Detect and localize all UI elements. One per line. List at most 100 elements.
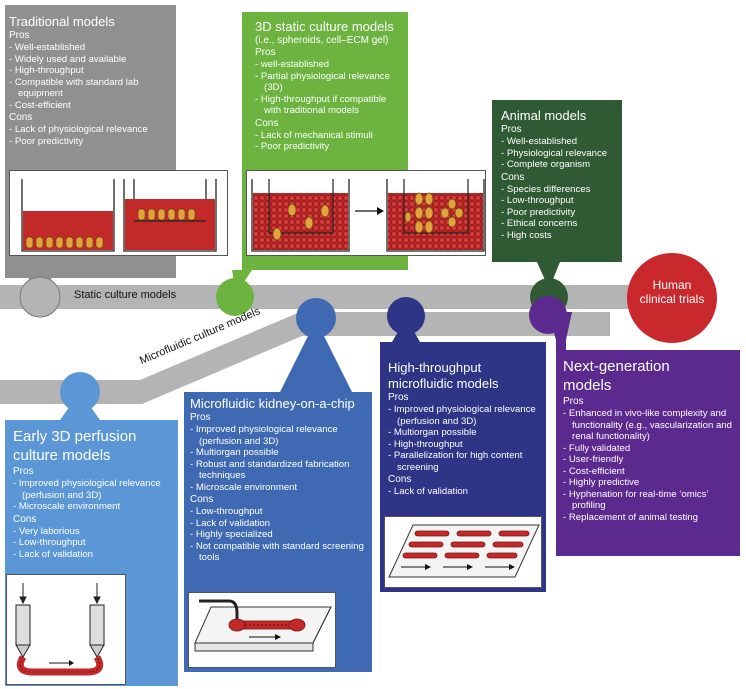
kidney-node [296,298,336,338]
list-item: High-throughput if compatible with tradi… [255,94,405,117]
early-cons-list: Very laborious Low-throughput Lack of va… [13,526,175,561]
nextgen-panel: Next-generation models Pros Enhanced in … [563,358,737,523]
human-label: Human clinical trials [628,278,716,306]
list-item: Replacement of animal testing [563,512,737,524]
list-item: Well-established [501,136,619,148]
nextgen-pros-label: Pros [563,396,584,407]
highthroughput-node [387,297,425,335]
list-item: Lack of validation [190,518,370,530]
list-item: Poor predictivity [501,207,619,219]
list-item: Ethical concerns [501,218,619,230]
static3d-title: 3D static culture models [255,19,394,34]
list-item: Poor predictivity [9,136,177,148]
list-item: Microscale environment [13,501,175,513]
list-item: Microscale environment [190,482,370,494]
early-title-line1: Early 3D perfusion [13,428,137,445]
kidney-illustration [188,592,336,668]
nextgen-pros-list: Enhanced in vivo-like complexity and fun… [563,408,737,523]
kidney-cons-label: Cons [190,494,214,505]
list-item: Lack of physiological relevance [9,124,177,136]
list-item: Improved physiological relevance (perfus… [190,424,370,447]
list-item: Species differences [501,184,619,196]
animal-cons-label: Cons [501,171,525,183]
static-timeline-label: Static culture models [74,289,177,301]
kidney-pros-label: Pros [190,412,211,423]
list-item: Widely used and available [9,54,177,66]
list-item: Compatible with standard lab equipment [9,77,177,100]
early-node [60,372,100,412]
traditional-illustration [9,170,228,256]
list-item: Highly predictive [563,477,737,489]
list-item: Low-throughput [190,506,370,518]
list-item: Low-throughput [501,195,619,207]
list-item: Improved physiological relevance (perfus… [388,404,543,427]
static3d-node [216,278,254,316]
list-item: Improved physiological relevance (perfus… [13,478,175,501]
traditional-pros-list: Well-established Widely used and availab… [9,42,177,111]
list-item: High costs [501,230,619,242]
human-label-line2: clinical trials [639,292,705,306]
list-item: Lack of validation [13,549,175,561]
list-item: Physiological relevance [501,148,619,160]
early-cons-label: Cons [13,513,37,525]
list-item: Well-established [9,42,177,54]
animal-cons-list: Species differences Low-throughput Poor … [501,184,619,242]
list-item: High-throughput [9,65,177,77]
traditional-panel: Traditional models Pros Well-established… [9,14,177,147]
static3d-cons-label: Cons [255,117,279,129]
early-pros-label: Pros [13,466,34,477]
highthroughput-pros-list: Improved physiological relevance (perfus… [388,404,543,473]
list-item: User-friendly [563,454,737,466]
nextgen-title-line1: Next-generation [563,358,670,375]
highthroughput-illustration [384,516,542,588]
list-item: well-established [255,59,405,71]
highthroughput-cons-list: Lack of validation [388,486,543,498]
list-item: Cost-efficient [563,466,737,478]
nextgen-title-line2: models [563,377,612,394]
kidney-pros-list: Improved physiological relevance (perfus… [190,424,370,493]
kidney-panel: Microfluidic kidney-on-a-chip Pros Impro… [190,396,370,564]
list-item: Partial physiological relevance (3D) [255,71,405,94]
kidney-panel-bg [184,320,372,672]
static3d-pros-list: well-established Partial physiological r… [255,59,405,117]
list-item: Very laborious [13,526,175,538]
microfluidic-timeline-bar [0,312,610,404]
list-item: Poor predictivity [255,141,405,153]
traditional-cons-list: Lack of physiological relevance Poor pre… [9,124,177,147]
list-item: Lack of validation [388,486,543,498]
list-item: Multiorgan possible [388,427,543,439]
list-item: Lack of mechanical stimuli [255,130,405,142]
highthroughput-cons-label: Cons [388,474,412,485]
highthroughput-panel: High-throughput microfluidic models Pros… [388,360,543,498]
list-item: Parallelization for high content screeni… [388,450,543,473]
early-illustration [6,574,126,685]
list-item: Complete organism [501,159,619,171]
animal-title: Animal models [501,108,587,123]
list-item: Cost-efficient [9,100,177,112]
static3d-subtitle: (i.e., spheroids, cell–ECM gel) [255,35,389,46]
traditional-title: Traditional models [9,14,115,29]
highthroughput-title-line2: microfluidic models [388,376,499,391]
human-label-line1: Human [652,278,692,292]
static3d-illustration [246,170,486,256]
traditional-cons-label: Cons [9,112,33,123]
kidney-title: Microfluidic kidney-on-a-chip [190,396,355,411]
early-pros-list: Improved physiological relevance (perfus… [13,478,175,513]
kidney-cons-list: Low-throughput Lack of validation Highly… [190,506,370,564]
static3d-cons-list: Lack of mechanical stimuli Poor predicti… [255,130,405,153]
list-item: High-throughput [388,439,543,451]
list-item: Robust and standardized fabrication tech… [190,459,370,482]
highthroughput-pros-label: Pros [388,392,409,403]
human-node [627,253,717,343]
nextgen-node [529,296,567,334]
static3d-panel: 3D static culture models (i.e., spheroid… [255,19,405,153]
traditional-pros-label: Pros [9,30,30,41]
highthroughput-title-line1: High-throughput [388,360,482,375]
list-item: Multiorgan possible [190,447,370,459]
list-item: Low-throughput [13,537,175,549]
list-item: Highly specialized [190,529,370,541]
early-panel: Early 3D perfusion culture models Pros I… [13,428,175,560]
list-item: Hyphenation for real-time ‘omics’ profil… [563,489,737,512]
static3d-pros-label: Pros [255,47,276,58]
animal-pros-list: Well-established Physiological relevance… [501,136,619,171]
